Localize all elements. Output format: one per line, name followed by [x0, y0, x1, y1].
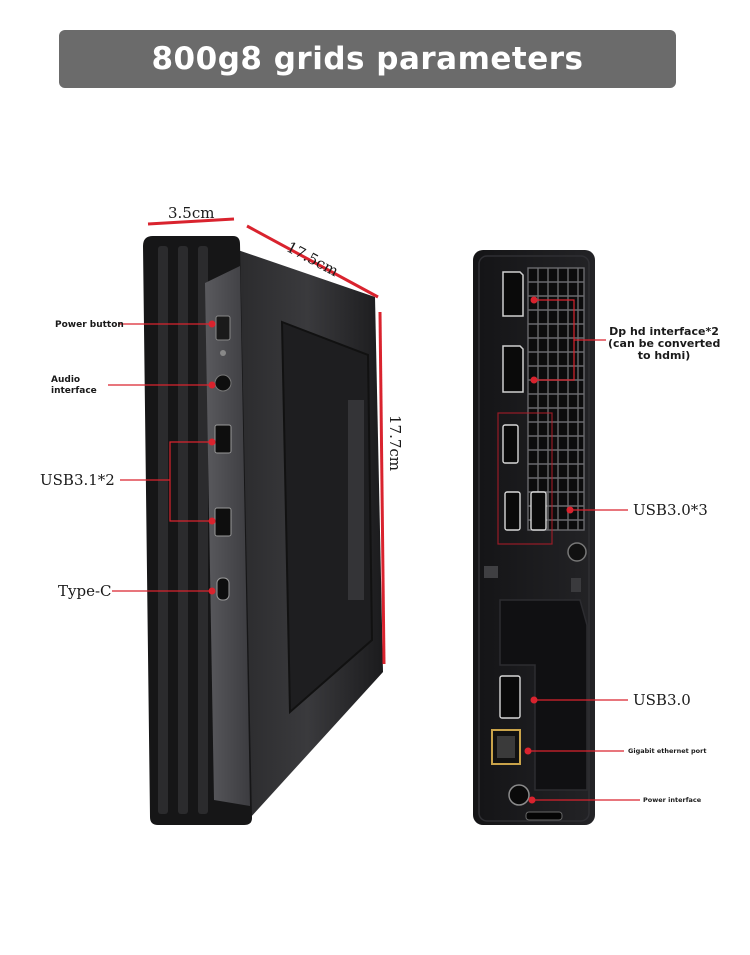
front-device — [143, 236, 383, 825]
rear-annotation-dots — [524, 296, 574, 804]
dp-line-1: Dp hd interface*2 — [609, 325, 719, 338]
dp-line-3: to hdmi) — [637, 349, 691, 362]
power-interface-label: Power interface — [643, 796, 702, 804]
dp-interface-label: Dp hd interface*2 (can be converted to h… — [608, 326, 720, 362]
title-banner: 800g8 grids parameters — [59, 30, 676, 88]
height-label: 17.7cm — [386, 415, 404, 472]
dimension-lines — [147, 217, 386, 665]
usb30x3-label: USB3.0*3 — [633, 501, 708, 519]
type-c-label: Type-C — [58, 582, 112, 600]
front-annotation-lines — [108, 323, 212, 592]
dp-line-2: (can be converted — [608, 337, 721, 350]
page-title: 800g8 grids parameters — [151, 41, 584, 77]
rear-annotation-lines — [528, 299, 640, 801]
usb31-label: USB3.1*2 — [40, 471, 115, 489]
width-label: 3.5cm — [168, 204, 215, 222]
audio-interface-label-1: Audio — [51, 375, 81, 385]
usb30-label: USB3.0 — [633, 691, 691, 709]
power-button-label: Power button — [55, 320, 124, 330]
audio-interface-label-2: interface — [51, 386, 97, 396]
ethernet-label: Gigabit ethernet port — [628, 747, 707, 755]
rear-device — [473, 250, 595, 825]
front-annotation-dots — [208, 320, 216, 595]
